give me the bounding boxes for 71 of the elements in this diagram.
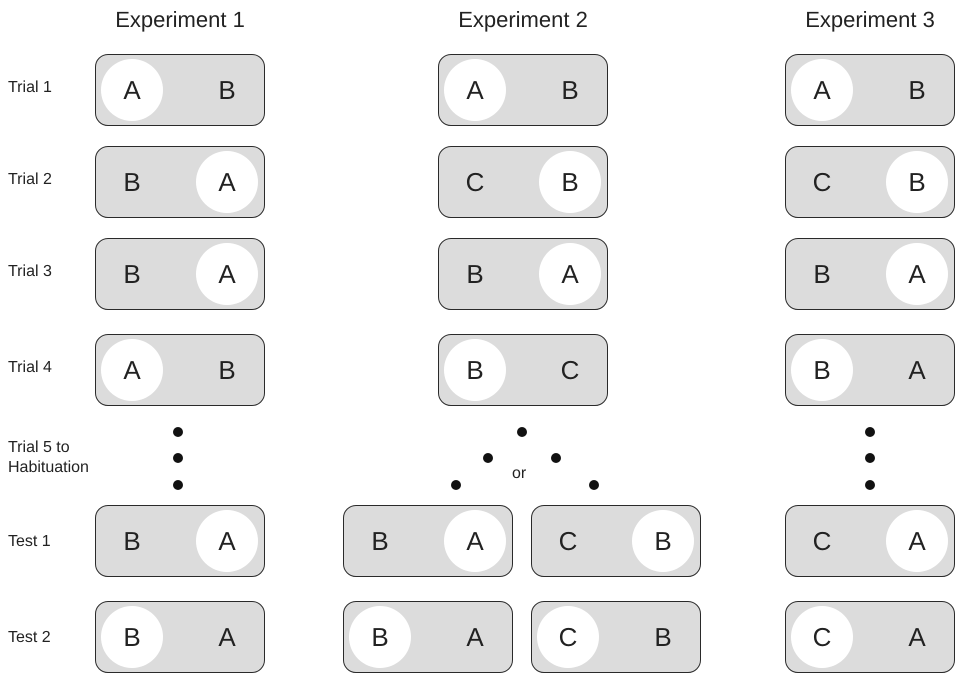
trial-box [95,238,265,310]
highlighted-letter: B [632,510,694,572]
row-label: Trial 3 [8,262,53,282]
row-label: Trial 4 [8,358,53,378]
column-heading: Experiment 1 [114,6,246,34]
stimulus-letter: B [907,74,927,106]
stimulus-letter: C [464,166,486,198]
stimulus-letter: B [653,620,673,654]
stimulus-letter: C [560,354,580,386]
column-heading: Experiment 2 [457,6,589,34]
stimulus-letter: B [122,524,142,558]
highlighted-letter: A [196,510,258,572]
trial-box [95,505,265,577]
trial-box [95,54,265,126]
alternative-label: or [512,464,528,484]
trial-box [438,334,608,406]
stimulus-letter: A [907,354,927,386]
highlighted-letter: C [791,606,853,668]
row-label: Test 2 [8,628,52,648]
highlighted-letter: B [791,339,853,401]
trial-box [95,334,265,406]
stimulus-letter: B [122,166,142,198]
trial-box [785,601,955,673]
trial-box [785,238,955,310]
highlighted-letter: A [444,510,506,572]
stimulus-letter: C [812,524,832,558]
trial-box [438,146,608,218]
trial-box [438,238,608,310]
stimulus-letter: B [122,258,142,290]
highlighted-letter: A [196,151,258,213]
highlighted-letter: B [349,606,411,668]
highlighted-letter: B [886,151,948,213]
stimulus-letter: C [558,524,578,558]
stimulus-letter: A [465,620,485,654]
trial-box [95,601,265,673]
highlighted-letter: A [886,510,948,572]
row-label: Trial 5 to Habituation [8,438,90,478]
stimulus-letter: B [560,74,580,106]
highlighted-letter: A [101,59,163,121]
row-label: Trial 1 [8,78,53,98]
trial-box [438,54,608,126]
highlighted-letter: C [537,606,599,668]
stimulus-letter: A [907,620,927,654]
stimulus-letter: B [812,258,832,290]
highlighted-letter: B [444,339,506,401]
row-label: Test 1 [8,532,52,552]
trial-box [785,54,955,126]
highlighted-letter: A [539,243,601,305]
highlighted-letter: B [101,606,163,668]
stimulus-letter: A [217,620,237,654]
column-heading: Experiment 3 [804,6,936,34]
highlighted-letter: A [196,243,258,305]
trial-box [785,146,955,218]
trial-box [343,601,513,673]
trial-box [785,334,955,406]
highlighted-letter: A [444,59,506,121]
stimulus-letter: B [370,524,390,558]
stimulus-letter: B [217,74,237,106]
stimulus-letter: B [217,354,237,386]
row-label: Trial 2 [8,170,53,190]
stimulus-letter: C [812,166,832,198]
highlighted-letter: A [101,339,163,401]
trial-box [531,601,701,673]
trial-box [343,505,513,577]
trial-box [785,505,955,577]
trial-box [531,505,701,577]
trial-box [95,146,265,218]
highlighted-letter: A [791,59,853,121]
stimulus-letter: B [465,258,485,290]
highlighted-letter: A [886,243,948,305]
highlighted-letter: B [539,151,601,213]
